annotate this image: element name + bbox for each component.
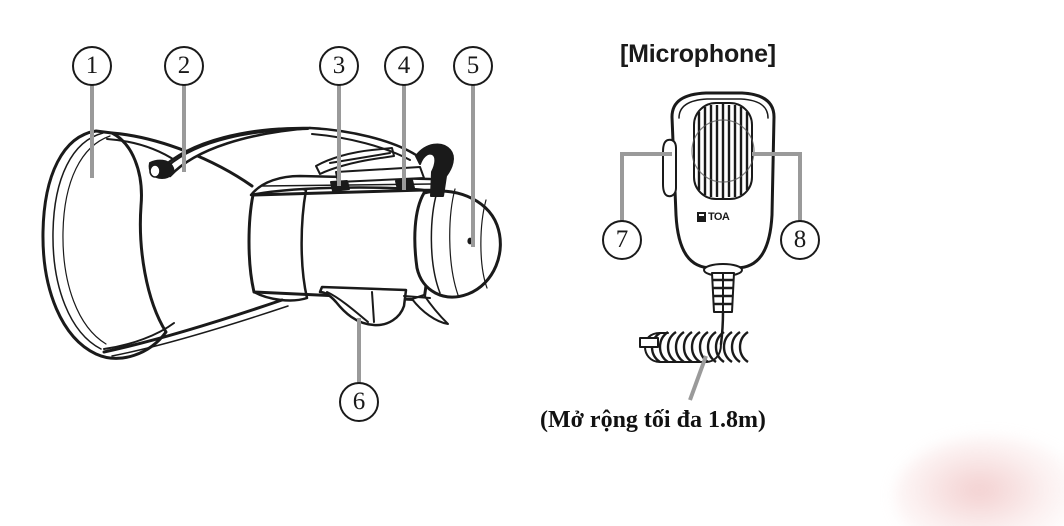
horn-lower-sweep: [102, 298, 284, 354]
callout-leader-lines: [90, 85, 802, 401]
leader-line-cord-caption: [688, 355, 708, 401]
cord-strain-relief: [703, 263, 743, 313]
horn-inner-throat: [106, 138, 177, 162]
megaphone-body: [247, 185, 430, 302]
megaphone-artwork: [41, 126, 502, 360]
callout-circle-4: [384, 46, 424, 86]
trigger-handle: [318, 285, 449, 327]
callout-circle-1: [72, 46, 112, 86]
microphone-section-title: [Microphone]: [620, 40, 776, 68]
toa-logo-mark: [697, 212, 706, 222]
ptt-bar: [662, 138, 677, 198]
toa-logo: TOA: [697, 211, 730, 223]
shoulder-strap: [148, 126, 418, 179]
microphone-artwork: [639, 91, 776, 363]
toa-logo-text: TOA: [708, 211, 730, 223]
horn-lower-sweep-inner: [111, 305, 289, 357]
callout-circle-3: [319, 46, 359, 86]
horn-inner-throat-lower: [103, 322, 175, 350]
cord-length-caption: (Mở rộng tối đa 1.8m): [540, 407, 766, 433]
callout-circle-8: [780, 220, 820, 260]
callout-circle-2: [164, 46, 204, 86]
horn-bell: [41, 129, 168, 360]
callout-circle-7: [602, 220, 642, 260]
leader-line-7: [620, 152, 672, 221]
callout-circle-6: [339, 382, 379, 422]
callout-circles: [72, 46, 820, 422]
coiled-cord: [639, 331, 749, 363]
leader-line-8: [752, 152, 802, 221]
callout-circle-5: [453, 46, 493, 86]
top-hook-clip: [415, 143, 454, 197]
cord-drop: [719, 310, 725, 346]
mic-grille: [691, 102, 755, 200]
rear-cap: [413, 188, 502, 299]
